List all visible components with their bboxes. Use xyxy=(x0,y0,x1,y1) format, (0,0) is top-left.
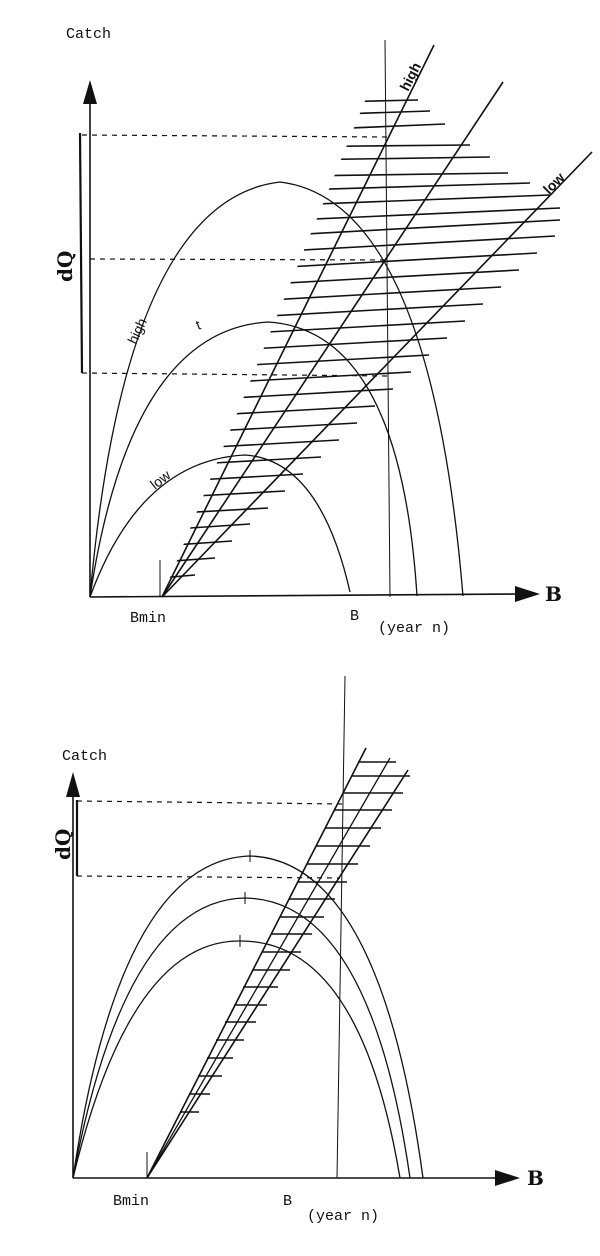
yield-curve-mid xyxy=(89,321,418,598)
dq-bar xyxy=(78,132,84,374)
y-axis-label: Catch xyxy=(62,748,107,765)
y-axis-label: Catch xyxy=(66,26,111,43)
line-mid xyxy=(161,81,504,598)
year-label: (year n) xyxy=(378,620,450,637)
line-high xyxy=(161,44,435,598)
b-year-n-line xyxy=(336,675,346,1179)
line-label-high: high xyxy=(396,60,424,94)
y-axis-arrow-icon xyxy=(66,772,80,797)
b-year-n-line xyxy=(384,39,391,598)
bmin-label: Bmin xyxy=(130,610,166,627)
b-label: B xyxy=(283,1193,292,1210)
bmin-label: Bmin xyxy=(113,1193,149,1210)
top-figure: Catch B Bmin B (year n) dQ high t low hi… xyxy=(53,26,593,637)
dashed-level-mid xyxy=(89,258,391,261)
line-mid xyxy=(146,757,391,1179)
hatching-top xyxy=(162,99,561,579)
x-axis-label: B xyxy=(527,1166,544,1190)
yield-curve-low xyxy=(89,454,351,598)
curve-label-low: low xyxy=(147,466,174,492)
x-axis-arrow-icon xyxy=(515,586,540,602)
dq-label: dQ xyxy=(51,829,75,860)
dq-label: dQ xyxy=(53,251,77,282)
curve-label-high: high xyxy=(124,316,150,347)
yield-curve-low xyxy=(72,940,401,1179)
dashed-level-high xyxy=(76,800,346,805)
dashed-level-high xyxy=(81,134,389,138)
y-axis-arrow-icon xyxy=(83,80,97,104)
yield-curve-high xyxy=(72,855,424,1179)
yield-curve-high xyxy=(89,181,464,598)
line-label-low: low xyxy=(540,169,568,197)
line-high xyxy=(146,747,367,1179)
x-axis xyxy=(89,593,521,598)
curve-label-mid: t xyxy=(194,316,203,332)
hatching-bottom xyxy=(180,761,410,1113)
year-label: (year n) xyxy=(307,1208,379,1225)
bottom-figure: Catch B Bmin B (year n) dQ xyxy=(51,675,544,1225)
line-low xyxy=(146,769,409,1179)
b-label: B xyxy=(350,608,359,625)
x-axis-arrow-icon xyxy=(495,1170,520,1186)
x-axis-label: B xyxy=(545,582,562,606)
dashed-level-low xyxy=(81,372,389,377)
dashed-level-low xyxy=(76,875,341,879)
